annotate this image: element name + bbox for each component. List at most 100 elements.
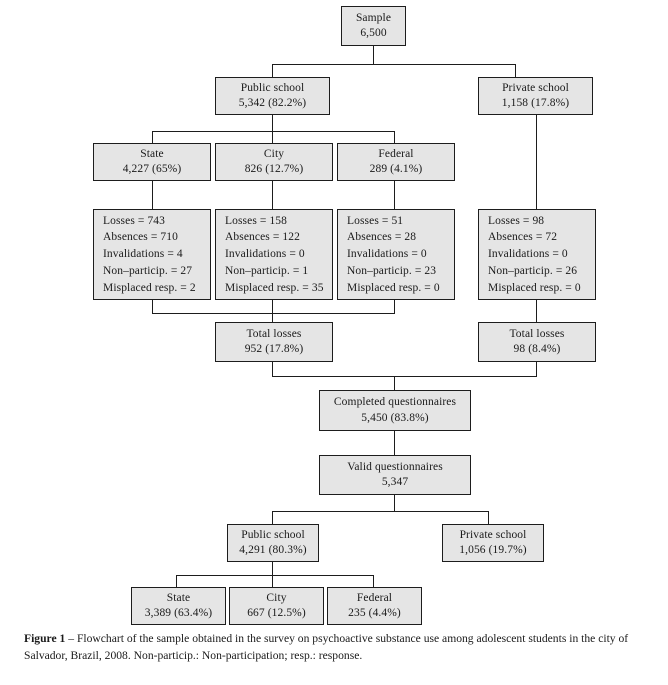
losses-city-row-1: Absences = 122 [225,231,300,244]
edge-valid-bus [272,511,488,512]
node-state-top-line1: State [140,147,164,160]
node-city-top-line2: 826 (12.7%) [244,163,304,175]
edge-total-private-down [536,362,537,376]
node-total-losses-public[interactable]: Total losses 952 (17.8%) [215,322,333,362]
node-federal-top-line2: 289 (4.1%) [369,163,423,175]
edge-completed-to-valid [394,431,395,455]
node-total-losses-public-line1: Total losses [246,327,302,340]
edge-merge-to-completed [394,376,395,390]
node-federal-bottom[interactable]: Federal 235 (4.4%) [327,587,422,625]
node-public-school-bottom-line1: Public school [241,528,305,541]
edge-merge-to-total-public [272,313,273,322]
edge-totals-merge-bus [272,376,537,377]
node-total-losses-public-line2: 952 (17.8%) [244,343,304,355]
edge-to-public-top [272,64,273,77]
node-valid-questionnaires-line1: Valid questionnaires [347,460,443,473]
node-federal-bottom-line2: 235 (4.4%) [348,607,401,619]
node-sample-line2: 6,500 [360,27,387,39]
edge-losses-city-down [272,300,273,313]
losses-private-row-3: Non–particip. = 26 [488,264,578,277]
node-state-bottom-line2: 3,389 (63.4%) [144,607,213,619]
edge-to-state-top [152,131,153,143]
node-city-bottom-line1: City [266,591,287,604]
edge-losses-merge-bus [152,313,395,314]
edge-sample-down [373,46,374,64]
node-total-losses-private-line1: Total losses [509,327,565,340]
node-public-school-top-line1: Public school [240,81,305,94]
node-city-top[interactable]: City 826 (12.7%) [215,143,333,181]
node-losses-federal[interactable]: Losses = 51 Absences = 28 Invalidations … [337,209,455,300]
node-completed-questionnaires[interactable]: Completed questionnaires 5,450 (83.8%) [319,390,471,431]
node-public-school-top[interactable]: Public school 5,342 (82.2%) [215,77,330,115]
losses-city-row-2: Invalidations = 0 [225,248,305,261]
node-total-losses-private-line2: 98 (8.4%) [513,343,561,355]
node-total-losses-private[interactable]: Total losses 98 (8.4%) [478,322,596,362]
edge-city-to-losses [272,181,273,209]
losses-state-row-0: Losses = 743 [103,214,165,227]
node-completed-questionnaires-line2: 5,450 (83.8%) [361,411,429,424]
losses-private-row-4: Misplaced resp. = 0 [488,281,581,294]
losses-state-row-2: Invalidations = 4 [103,248,183,261]
edge-public-down [272,115,273,131]
losses-federal-row-0: Losses = 51 [347,214,404,227]
edge-to-state-bottom [176,575,177,587]
node-state-top-line2: 4,227 (65%) [122,163,182,175]
node-private-school-bottom-line2: 1,056 (19.7%) [459,544,527,556]
edge-state-to-losses [152,181,153,209]
node-city-bottom-line2: 667 (12.5%) [247,607,306,619]
edge-losses-private-to-total [536,300,537,322]
node-private-school-bottom-line1: Private school [459,528,527,541]
node-valid-questionnaires[interactable]: Valid questionnaires 5,347 [319,455,471,495]
losses-private-row-1: Absences = 72 [488,231,558,244]
node-private-school-top-line2: 1,158 (17.8%) [501,97,570,109]
losses-federal-row-2: Invalidations = 0 [347,248,427,261]
node-sample[interactable]: Sample 6,500 [341,6,406,46]
node-completed-questionnaires-line1: Completed questionnaires [333,396,457,409]
node-city-bottom[interactable]: City 667 (12.5%) [229,587,324,625]
losses-city-row-4: Misplaced resp. = 35 [225,281,324,294]
edge-total-public-down [272,362,273,376]
edge-losses-state-down [152,300,153,313]
losses-federal-row-3: Non–particip. = 23 [347,264,437,277]
edge-public-bottom-bus [176,575,373,576]
node-state-bottom[interactable]: State 3,389 (63.4%) [131,587,226,625]
node-federal-top-line1: Federal [378,147,414,160]
node-federal-top[interactable]: Federal 289 (4.1%) [337,143,455,181]
edge-to-city-top [272,131,273,143]
node-losses-city[interactable]: Losses = 158 Absences = 122 Invalidation… [215,209,333,300]
losses-city-row-3: Non–particip. = 1 [225,264,309,277]
edge-to-federal-bottom [373,575,374,587]
losses-state-row-4: Misplaced resp. = 2 [103,281,196,294]
edge-private-to-losses [536,115,537,209]
node-losses-private[interactable]: Losses = 98 Absences = 72 Invalidations … [478,209,596,300]
node-public-school-bottom[interactable]: Public school 4,291 (80.3%) [227,524,319,562]
node-federal-bottom-line1: Federal [356,591,393,604]
edge-losses-federal-down [394,300,395,313]
losses-federal-row-4: Misplaced resp. = 0 [347,281,440,294]
losses-state-row-1: Absences = 710 [103,231,178,244]
figure-dash: – [68,632,75,645]
edge-sample-bus [272,64,516,65]
figure-caption: Figure 1 – Flowchart of the sample obtai… [24,631,650,664]
edge-valid-down [394,495,395,511]
node-private-school-top[interactable]: Private school 1,158 (17.8%) [478,77,593,115]
edge-to-city-bottom [272,575,273,587]
node-losses-state[interactable]: Losses = 743 Absences = 710 Invalidation… [93,209,211,300]
figure-caption-text: Flowchart of the sample obtained in the … [24,632,629,662]
edge-to-private-bottom [488,511,489,524]
node-private-school-bottom[interactable]: Private school 1,056 (19.7%) [442,524,544,562]
node-valid-questionnaires-line2: 5,347 [381,476,409,488]
edge-to-private-top [515,64,516,77]
edge-public-bus [152,131,394,132]
edge-to-federal-top [394,131,395,143]
edge-to-public-bottom [272,511,273,524]
losses-private-row-0: Losses = 98 [488,214,545,227]
node-state-top[interactable]: State 4,227 (65%) [93,143,211,181]
losses-private-row-2: Invalidations = 0 [488,248,568,261]
losses-state-row-3: Non–particip. = 27 [103,264,193,277]
flowchart-diagram: Sample 6,500 Public school 5,342 (82.2%)… [93,6,596,625]
node-state-bottom-line1: State [166,591,191,604]
node-private-school-top-line1: Private school [502,81,569,94]
figure-label: Figure 1 [24,632,66,645]
node-public-school-top-line2: 5,342 (82.2%) [238,97,307,109]
